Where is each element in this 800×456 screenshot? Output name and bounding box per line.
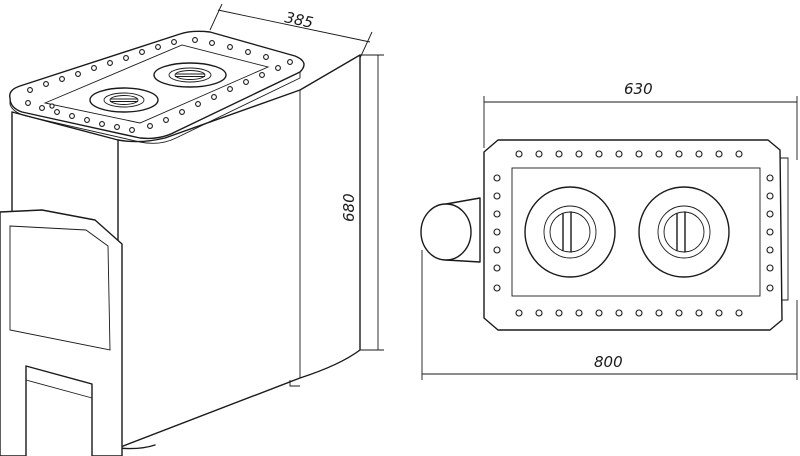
top-plate-outline [483,139,783,331]
dimension-height-label: 680 [340,193,358,222]
dimension-depth-label: 385 [283,8,315,32]
burner-left [524,186,616,278]
stove-side-face [117,54,361,449]
dimension-overall-width: 800 [421,250,798,380]
dimension-overall-width-label: 800 [594,353,623,371]
top-inner-panel [511,167,761,297]
flue-pipe [420,197,481,263]
dimension-top-width: 630 [483,80,798,160]
top-burner-left [89,87,159,113]
stove-top-plate [9,30,305,140]
stove-side-edge [289,90,301,387]
dimension-top-width-label: 630 [624,80,653,98]
top-view-rivets [493,150,774,317]
stove-door [0,209,123,456]
dimension-depth: 385 [209,3,373,59]
stove-isometric-view [0,30,361,456]
top-burner-right [153,62,227,88]
stove-top-view [420,139,789,331]
burner-right [638,186,730,278]
top-rivets [25,37,293,133]
stove-top-inner-panel [43,44,270,124]
stove-door-window [9,225,111,351]
dimension-height: 680 [340,54,384,351]
